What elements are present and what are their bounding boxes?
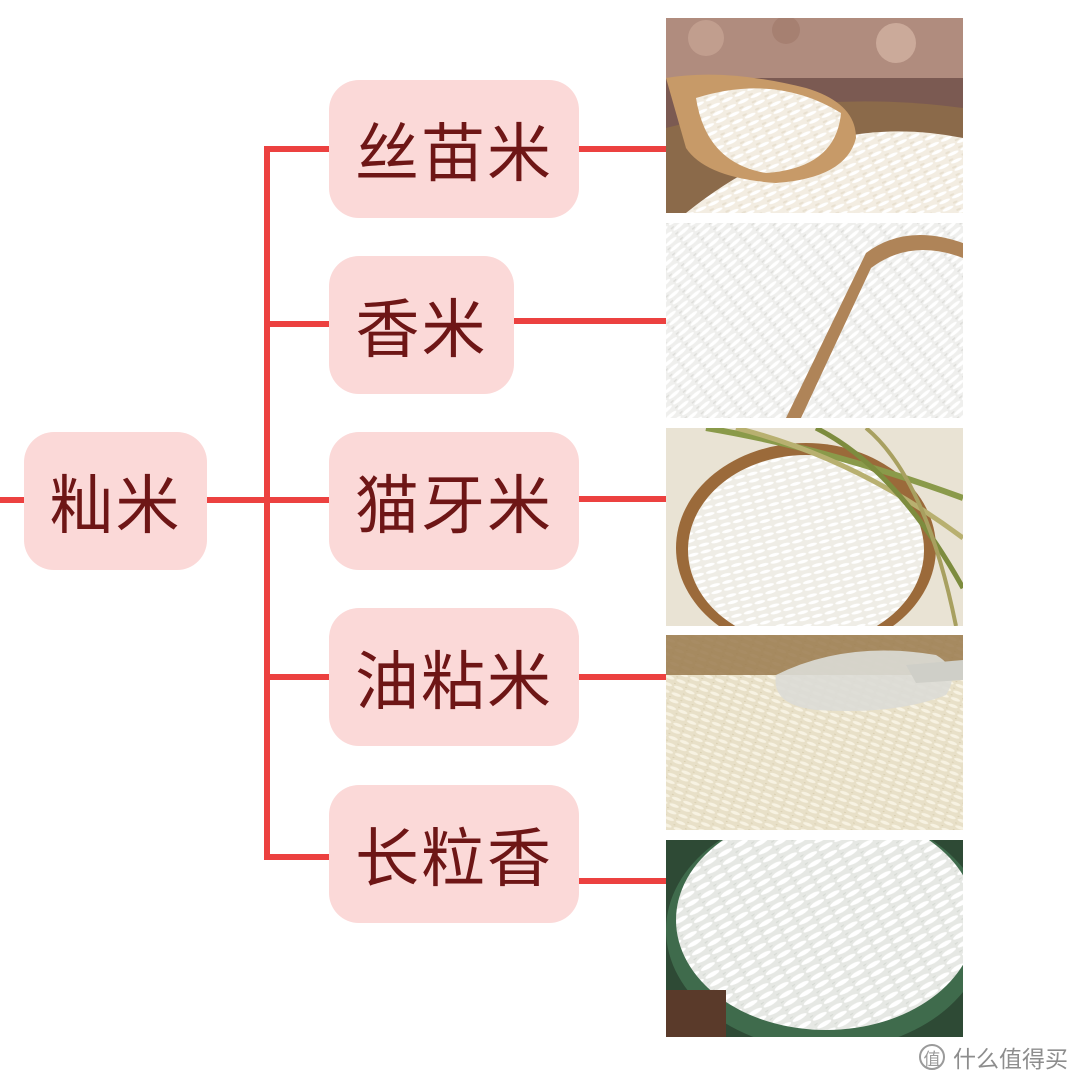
root-node[interactable]: 籼米: [24, 432, 207, 570]
watermark: 值 什么值得买: [919, 1040, 1068, 1074]
trunk-to-branch-1-line: [264, 146, 330, 152]
branch-node-1[interactable]: 丝苗米: [329, 80, 579, 218]
branch-node-4-label: 油粘米: [355, 646, 553, 720]
branch-node-2[interactable]: 香米: [329, 256, 514, 394]
branch-5-to-photo-line: [578, 878, 668, 884]
branch-4-to-photo-line: [578, 674, 668, 680]
rice-photo-1: [666, 18, 963, 213]
trunk-to-branch-5-line: [264, 854, 330, 860]
rice-photo-5: [666, 840, 963, 1037]
root-to-trunk-line: [206, 497, 270, 503]
trunk-to-branch-3-line: [264, 497, 330, 503]
branch-node-2-label: 香米: [355, 294, 488, 368]
branch-2-to-photo-line: [513, 318, 668, 324]
rice-photo-2: [666, 223, 963, 418]
rice-photo-3: [666, 428, 963, 626]
trunk-line: [264, 146, 270, 860]
branch-node-1-label: 丝苗米: [355, 118, 553, 192]
branch-node-3-label: 猫牙米: [355, 470, 553, 544]
rice-photo-4: [666, 635, 963, 830]
trunk-to-branch-4-line: [264, 674, 330, 680]
watermark-text: 什么值得买: [953, 1047, 1068, 1073]
root-node-label: 籼米: [49, 470, 182, 544]
branch-1-to-photo-line: [578, 146, 668, 152]
branch-node-4[interactable]: 油粘米: [329, 608, 579, 746]
branch-node-5[interactable]: 长粒香: [329, 785, 579, 923]
branch-node-5-label: 长粒香: [355, 823, 553, 897]
zhi-logo-icon: 值: [919, 1044, 945, 1070]
root-stub-line: [0, 497, 24, 503]
branch-3-to-photo-line: [578, 496, 668, 502]
trunk-to-branch-2-line: [264, 321, 330, 327]
branch-node-3[interactable]: 猫牙米: [329, 432, 579, 570]
